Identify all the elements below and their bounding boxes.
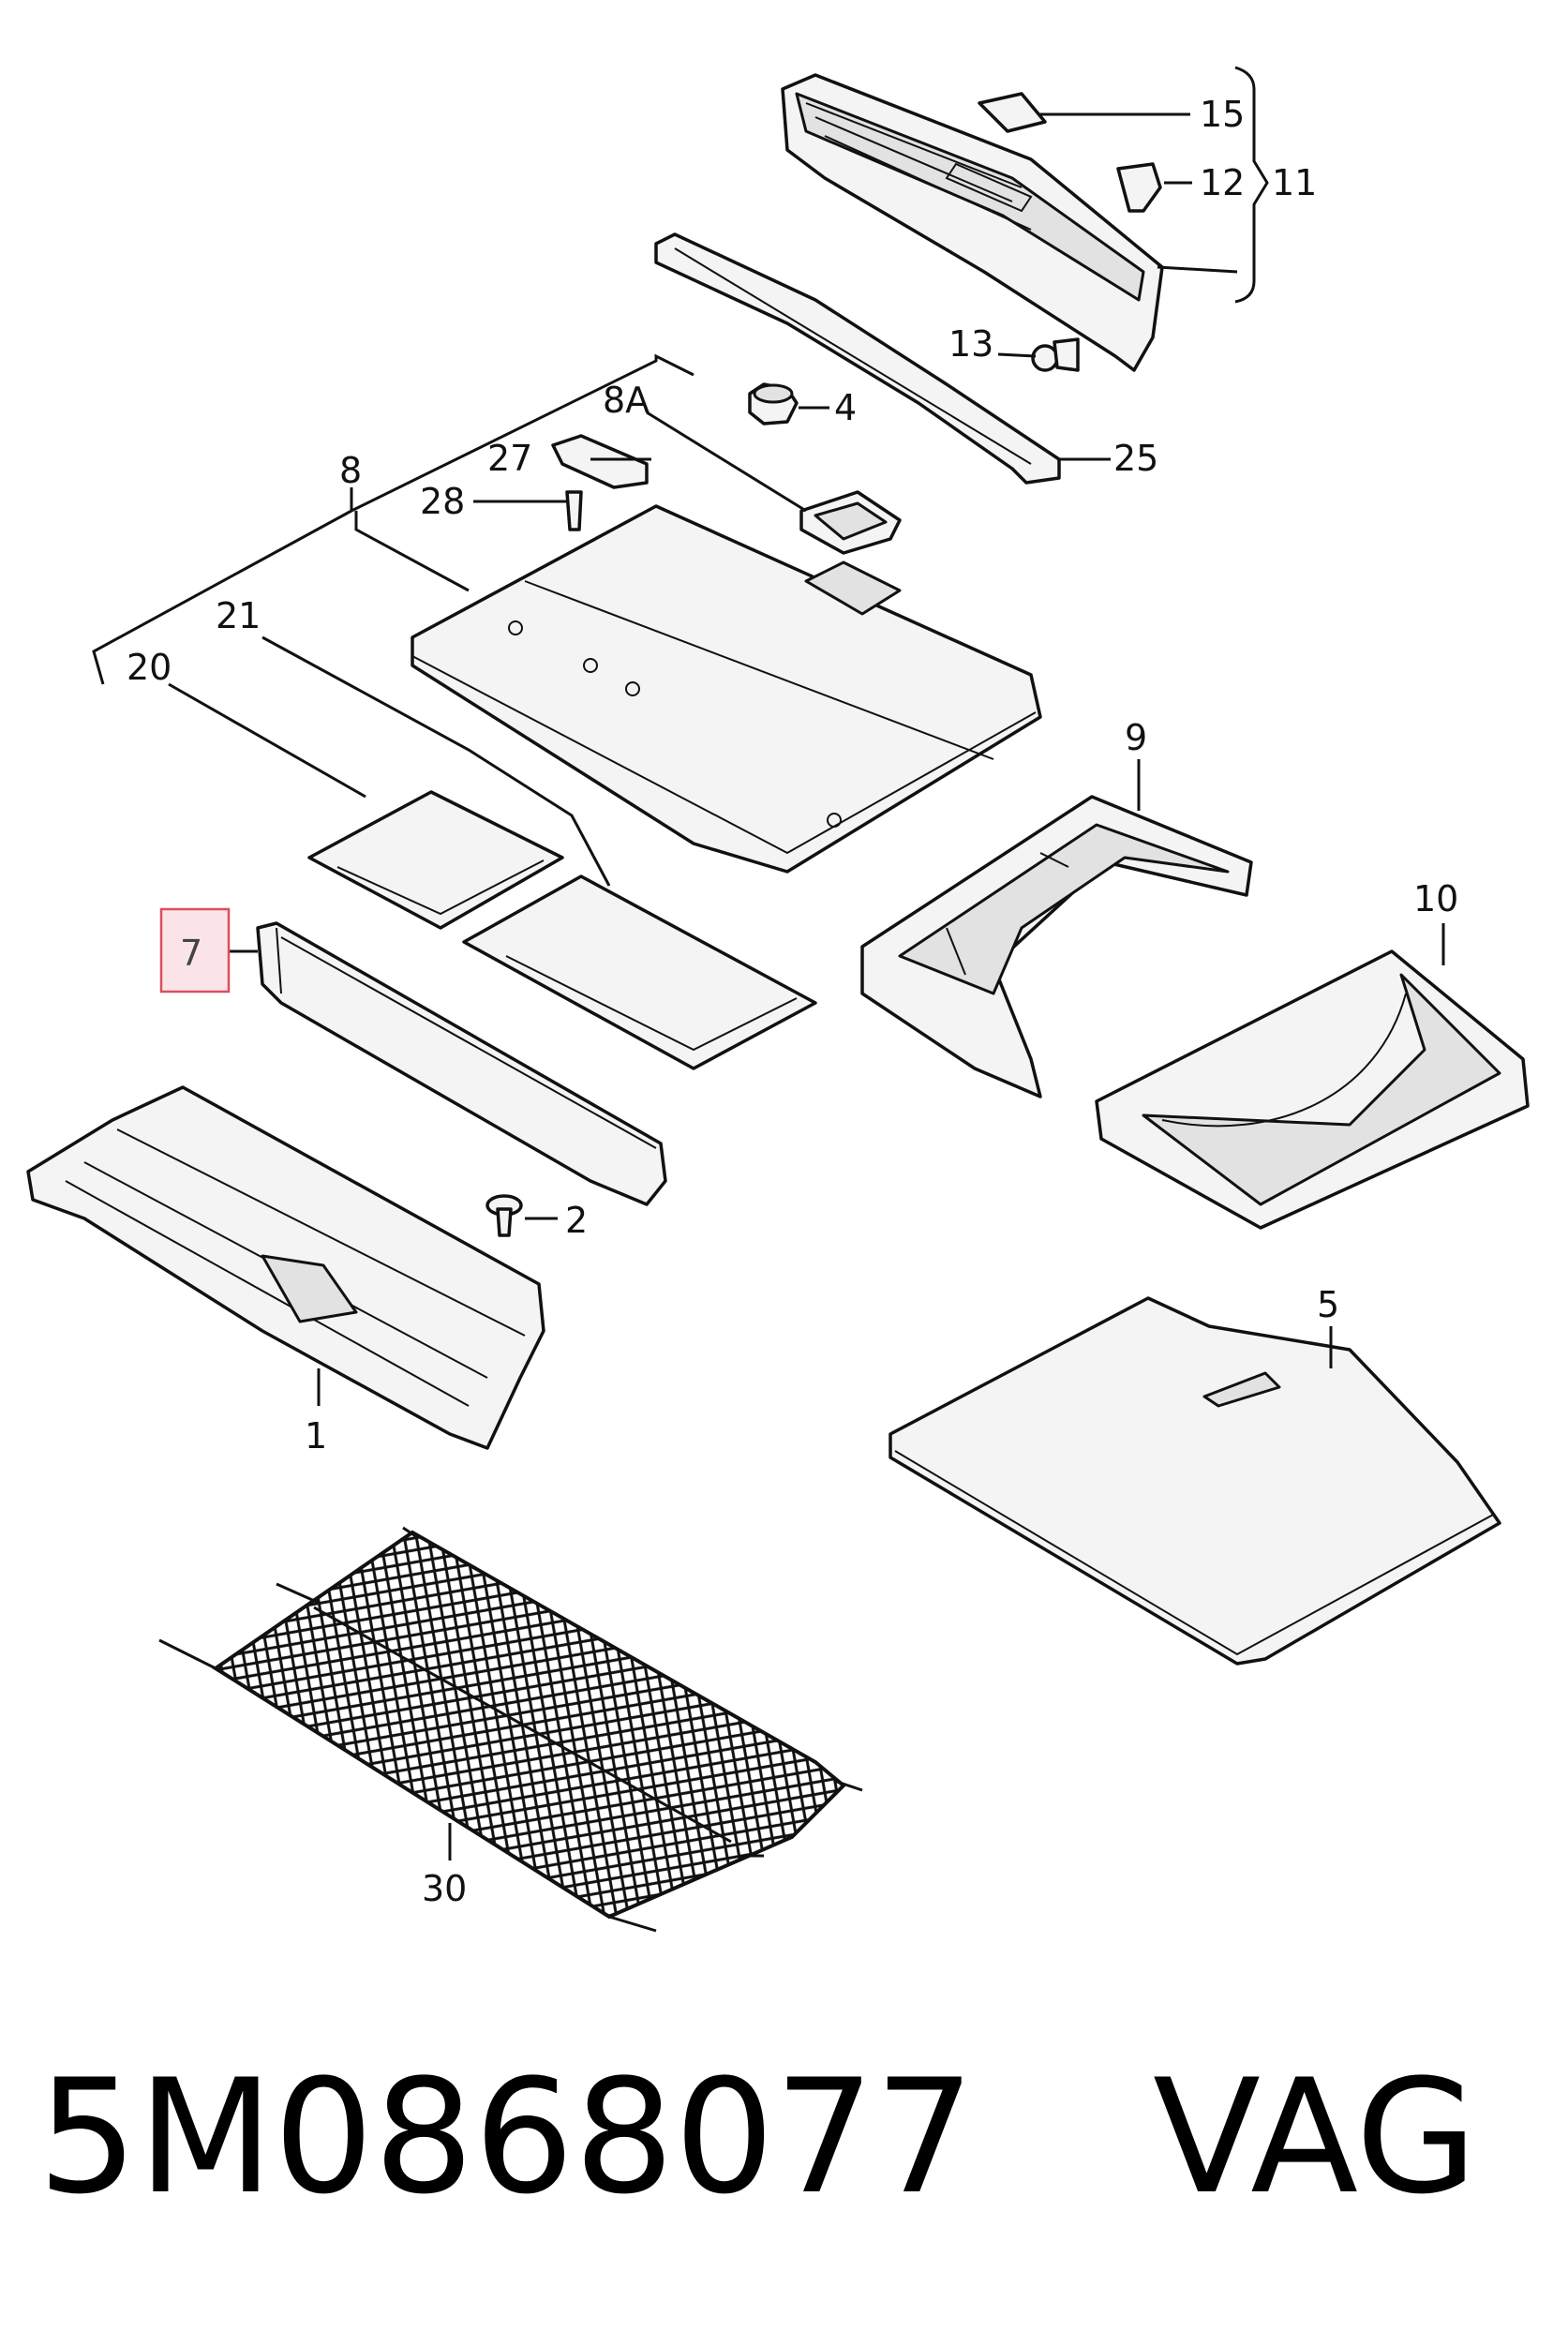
callout-10[interactable]: 10 [1413, 878, 1458, 919]
callout-8a[interactable]: 8A [603, 380, 650, 421]
part-number-footer: 5M0868077 VAG [37, 2034, 1537, 2240]
part-12-clip [1116, 162, 1162, 213]
highlight-box [159, 907, 231, 994]
callout-30[interactable]: 30 [422, 1868, 467, 1909]
callout-2[interactable]: 2 [565, 1200, 588, 1241]
part-5-floor-mat [889, 1296, 1501, 1666]
callout-4[interactable]: 4 [834, 387, 857, 428]
callout-9[interactable]: 9 [1125, 717, 1147, 758]
callout-1[interactable]: 1 [305, 1415, 327, 1457]
callout-20[interactable]: 20 [127, 647, 172, 688]
part-21-floor-cover [462, 874, 817, 1070]
part-8-floor-panel [411, 504, 1042, 874]
brand-name: VAG [1153, 2045, 1478, 2229]
part-15-clip [978, 92, 1047, 133]
callouts: 15 12 11 13 4 25 8A 27 28 8 21 20 9 10 7… [127, 94, 1458, 1909]
part-8a-cover [799, 490, 902, 555]
part-25-trim-strip [654, 232, 1061, 485]
callout-27[interactable]: 27 [487, 438, 532, 479]
callout-12[interactable]: 12 [1200, 162, 1245, 203]
callout-28[interactable]: 28 [420, 481, 465, 522]
part-28-screw [565, 490, 583, 531]
part-2-screw [485, 1194, 523, 1237]
callout-7[interactable]: 7 [180, 933, 202, 974]
part-4-nut [748, 382, 799, 426]
callout-13[interactable]: 13 [948, 323, 993, 365]
callout-15[interactable]: 15 [1200, 94, 1245, 135]
callout-8[interactable]: 8 [339, 450, 362, 491]
part-20-floor-cover [307, 790, 564, 930]
part-1-floor-frame [26, 1085, 545, 1450]
part-7-trim-cover [256, 921, 667, 1206]
callout-11[interactable]: 11 [1272, 162, 1317, 203]
leader-lines [92, 66, 1445, 1860]
callout-25[interactable]: 25 [1113, 438, 1158, 479]
part-30-cargo-net [158, 1526, 863, 1933]
callout-5[interactable]: 5 [1317, 1284, 1339, 1325]
part-11-loading-edge-trim [781, 73, 1164, 372]
part-10-foam-insert [1095, 949, 1530, 1230]
callout-21[interactable]: 21 [216, 595, 261, 636]
part-27-bracket [551, 434, 649, 489]
part-number: 5M0868077 [37, 2045, 976, 2229]
part-9-foam-insert [860, 795, 1253, 1098]
part-13-clip [1031, 337, 1080, 372]
